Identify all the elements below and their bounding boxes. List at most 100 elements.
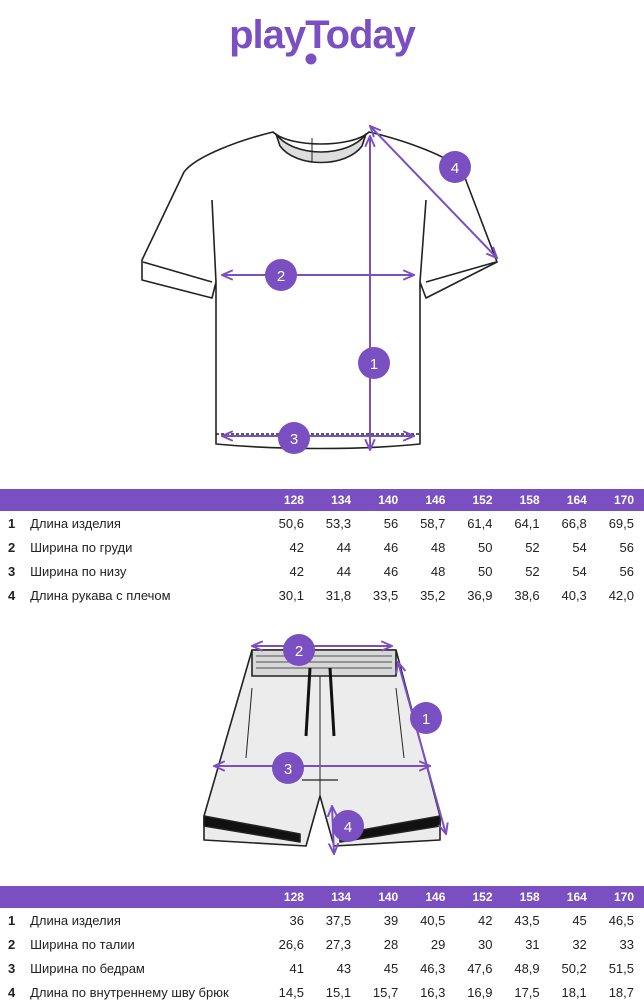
table-cell: 50,6: [278, 515, 304, 531]
table-row: 1 Длина изделия 50,6 53,3 56 58,7 61,4 6…: [0, 511, 644, 535]
size-header: 128: [266, 489, 314, 511]
table-cell: 26,6: [278, 936, 304, 952]
logo-dot: [305, 53, 317, 65]
size-header: 158: [502, 886, 550, 908]
row-label: Ширина по груди: [30, 539, 133, 555]
size-header: 134: [313, 489, 362, 511]
table-cell: 28: [383, 936, 399, 952]
table-cell: 30,1: [278, 587, 304, 603]
table-row: 2 Ширина по талии 26,6 27,3 28 29 30 31 …: [0, 932, 644, 956]
marker-2: 2: [277, 268, 285, 285]
table-cell: 45: [383, 960, 399, 976]
table-cell: 43,5: [514, 912, 540, 928]
table-cell: 52: [525, 563, 540, 579]
table-cell: 52: [525, 539, 540, 555]
table-cell: 44: [336, 539, 352, 555]
table-cell: 48: [430, 563, 446, 579]
table-cell: 42: [289, 563, 304, 579]
marker-1: 1: [370, 356, 378, 373]
brand-logo: playToday: [229, 13, 418, 65]
table-cell: 31,8: [325, 587, 352, 603]
table-cell: 14,5: [278, 984, 304, 1000]
shorts-markers: 1 2 3 4: [272, 634, 442, 842]
table-cell: 33: [619, 936, 634, 952]
table-cell: 51,5: [608, 960, 634, 976]
table-cell: 54: [572, 563, 587, 579]
size-header: 152: [455, 886, 503, 908]
table-cell: 36: [289, 912, 304, 928]
table-cell: 32: [572, 936, 587, 952]
marker-3: 3: [284, 761, 292, 778]
row-number: 1: [8, 912, 16, 928]
shorts-size-table: 128 134 140 146 152 158 164 170 1 Длина …: [0, 886, 644, 1004]
row-label: Длина рукава с плечом: [30, 587, 171, 603]
marker-4: 4: [344, 819, 352, 836]
size-header: 164: [549, 489, 597, 511]
size-header: 146: [408, 886, 456, 908]
shorts-measure-lines: [214, 646, 446, 854]
table-cell: 30: [478, 936, 493, 952]
table-row: 1 Длина изделия 36 37,5 39 40,5 42 43,5 …: [0, 908, 644, 932]
size-header: 134: [313, 886, 362, 908]
marker-2: 2: [295, 643, 303, 660]
table-cell: 50,2: [561, 960, 587, 976]
table-cell: 50: [478, 563, 493, 579]
svg-text:playToday: playToday: [229, 13, 417, 57]
row-label: Ширина по талии: [30, 936, 135, 952]
table-cell: 15,7: [372, 984, 399, 1000]
table-cell: 46,5: [608, 912, 634, 928]
marker-3: 3: [290, 431, 298, 448]
shorts-measurement-diagram: 1 2 3 4: [203, 634, 644, 864]
table-cell: 17,5: [514, 984, 540, 1000]
table-cell: 46: [383, 539, 399, 555]
table-cell: 66,8: [561, 515, 587, 531]
size-header: 152: [455, 489, 503, 511]
tshirt-size-table: 128 134 140 146 152 158 164 170 1 Длина …: [0, 489, 644, 607]
row-number: 2: [8, 936, 16, 952]
marker-4: 4: [451, 160, 459, 177]
table-cell: 42,0: [608, 587, 634, 603]
table-cell: 56: [619, 539, 634, 555]
row-label: Ширина по низу: [30, 563, 127, 579]
row-number: 4: [8, 587, 16, 603]
table-cell: 48: [430, 539, 446, 555]
row-number: 1: [8, 515, 16, 531]
table-cell: 56: [383, 515, 399, 531]
table-cell: 42: [289, 539, 304, 555]
size-header: 170: [596, 886, 644, 908]
shorts-outline: [203, 649, 441, 847]
table-cell: 16,9: [467, 984, 493, 1000]
table-cell: 69,5: [608, 515, 634, 531]
size-header: 164: [549, 886, 597, 908]
tshirt-outline: [141, 131, 498, 450]
marker-1: 1: [422, 711, 430, 728]
row-number: 2: [8, 539, 16, 555]
table-cell: 29: [430, 936, 446, 952]
table-cell: 16,3: [420, 984, 446, 1000]
table-cell: 45: [572, 912, 587, 928]
table-cell: 46,3: [420, 960, 446, 976]
table-cell: 38,6: [514, 587, 540, 603]
row-label: Длина по внутреннему шву брюк: [30, 984, 229, 1000]
table-cell: 35,2: [420, 587, 446, 603]
table-cell: 41: [289, 960, 304, 976]
row-label: Длина изделия: [30, 515, 121, 531]
table-cell: 42: [478, 912, 493, 928]
table-row: 4 Длина рукава с плечом 30,1 31,8 33,5 3…: [0, 583, 644, 607]
table-cell: 18,1: [561, 984, 587, 1000]
tshirt-markers: 1 2 3 4: [265, 151, 471, 454]
tshirt-measure-lines: [222, 126, 497, 450]
table-cell: 39: [383, 912, 399, 928]
table-cell: 46: [383, 563, 399, 579]
table-cell: 44: [336, 563, 352, 579]
size-header: 146: [408, 489, 456, 511]
table-cell: 50: [478, 539, 493, 555]
row-label: Ширина по бедрам: [30, 960, 145, 976]
table-cell: 18,7: [608, 984, 634, 1000]
size-header: 140: [361, 886, 409, 908]
table-cell: 58,7: [420, 515, 446, 531]
row-label: Длина изделия: [30, 912, 121, 928]
table-row: 3 Ширина по бедрам 41 43 45 46,3 47,6 48…: [0, 956, 644, 980]
table-cell: 31: [525, 936, 540, 952]
table-cell: 47,6: [467, 960, 493, 976]
